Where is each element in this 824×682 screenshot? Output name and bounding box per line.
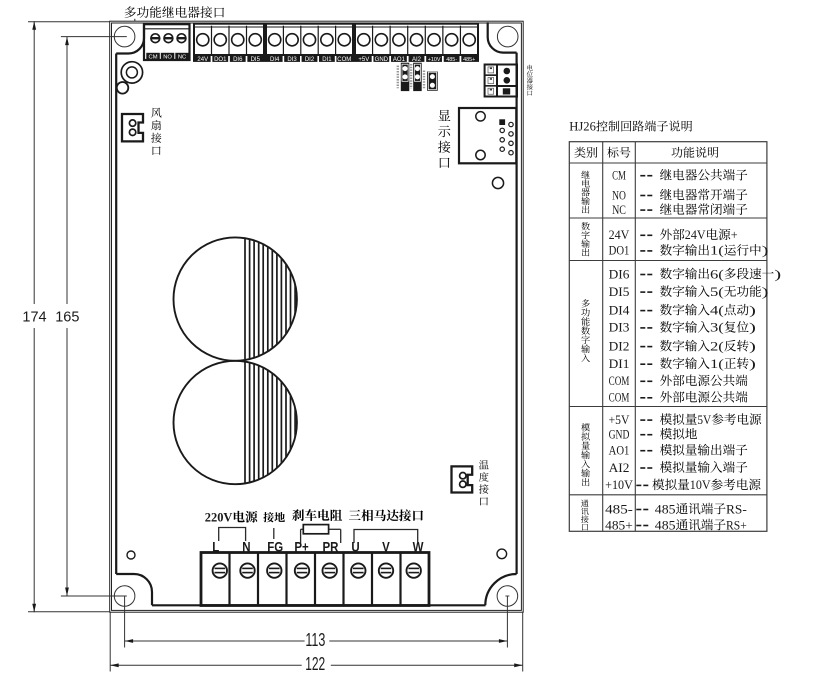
svg-text:RS-: RS- [726,502,747,516]
svg-text:DI4: DI4 [270,57,280,63]
svg-text:CM: CM [149,54,158,60]
svg-text:U: U [351,539,359,555]
svg-text:3(: 3( [710,321,724,335]
svg-text:485: 485 [655,518,676,532]
svg-text:1(: 1( [710,357,724,371]
svg-text:HJ26: HJ26 [569,120,596,134]
svg-text:+: + [731,228,738,242]
svg-text:5V: 5V [697,413,711,427]
svg-text:AO1: AO1 [393,57,406,63]
svg-text:165: 165 [55,309,79,325]
svg-text:): ) [762,285,769,299]
svg-text:AI2: AI2 [609,461,630,475]
svg-text:V: V [382,539,390,555]
svg-text:+5V: +5V [609,413,630,427]
svg-text:AI2: AI2 [412,57,422,63]
svg-text:DO1: DO1 [214,57,227,63]
svg-text:): ) [749,303,756,317]
svg-text:DI1: DI1 [322,57,332,63]
svg-text:10V: 10V [690,478,711,492]
svg-text:DI1: DI1 [609,357,630,371]
svg-text:RS+: RS+ [726,518,747,532]
svg-text:DI2: DI2 [609,339,630,353]
svg-text:+5V: +5V [358,57,369,63]
svg-text:): ) [749,321,756,335]
svg-text:DI6: DI6 [609,267,630,281]
svg-text:DI3: DI3 [609,321,630,335]
svg-text:P+: P+ [294,539,308,555]
svg-text:24V: 24V [685,228,706,242]
svg-text:FG: FG [267,539,283,555]
svg-text:4(: 4( [710,303,724,317]
svg-text:+10V: +10V [428,57,441,63]
svg-text:24V: 24V [609,228,630,242]
svg-text:2(: 2( [710,339,724,353]
svg-text:485+: 485+ [605,518,633,532]
svg-text:N: N [242,539,250,555]
svg-text:): ) [774,267,781,281]
svg-text:485-: 485- [446,57,457,63]
svg-text:): ) [749,339,756,353]
svg-text:485: 485 [655,502,676,516]
svg-text:485+: 485+ [463,57,475,63]
svg-text:COM: COM [609,391,630,405]
svg-text:220V: 220V [205,511,233,525]
svg-text:DI6: DI6 [233,57,243,63]
svg-text:6(: 6( [710,267,724,281]
svg-text:DO1: DO1 [609,244,630,258]
svg-text:COM: COM [337,57,351,63]
svg-text:174: 174 [22,309,46,325]
svg-text:NO: NO [612,188,626,202]
svg-text:1(: 1( [710,244,724,258]
svg-text:): ) [762,244,769,258]
svg-text:NC: NC [612,203,626,217]
svg-text:COM: COM [609,374,630,388]
svg-text:5(: 5( [710,285,724,299]
svg-text:DI5: DI5 [609,285,630,299]
svg-text:GND: GND [609,428,630,442]
svg-text:PR: PR [323,539,339,555]
svg-text:DI5: DI5 [251,57,261,63]
svg-text:+10V: +10V [605,478,633,492]
svg-text:GND: GND [375,57,389,63]
svg-text:L: L [212,539,219,555]
svg-text:DI3: DI3 [287,57,297,63]
svg-text:485-: 485- [605,502,633,516]
svg-text:NC: NC [178,54,186,60]
svg-text:CM: CM [612,169,626,183]
svg-text:DI2: DI2 [305,57,315,63]
svg-text:24V: 24V [197,57,208,63]
svg-text:NO: NO [163,54,172,60]
svg-text:AO1: AO1 [609,444,630,458]
svg-text:113: 113 [305,629,325,650]
svg-text:W: W [413,539,424,555]
svg-text:DI4: DI4 [609,303,631,317]
svg-text:122: 122 [305,653,325,674]
svg-text:): ) [749,357,756,371]
